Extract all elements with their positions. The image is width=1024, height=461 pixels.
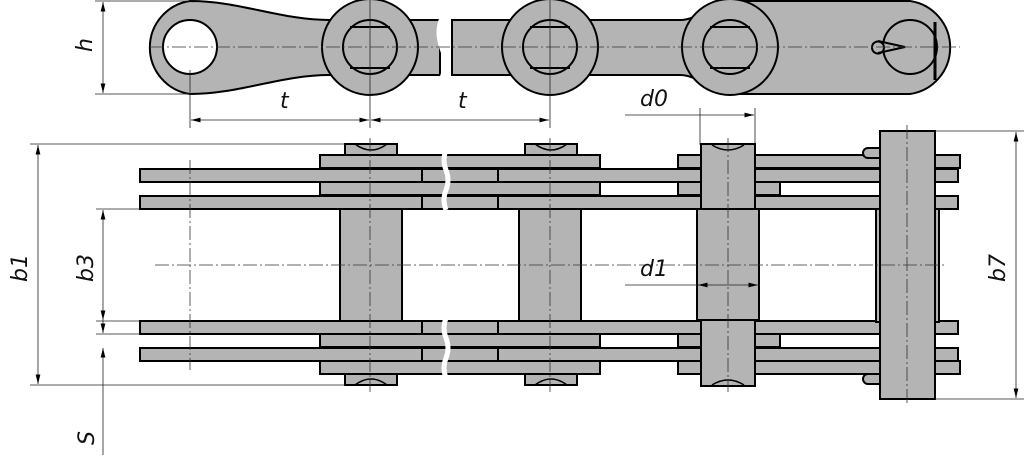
dim-d0: d0 <box>625 87 756 145</box>
label-d0: d0 <box>640 87 668 112</box>
label-d1: d1 <box>640 257 668 282</box>
dim-b1: b1 <box>8 143 345 386</box>
side-view <box>148 0 960 96</box>
dim-b7: b7 <box>935 130 1024 400</box>
label-h: h <box>73 38 98 52</box>
plan-view <box>139 125 961 405</box>
label-s: S <box>75 431 100 445</box>
dim-h: h <box>73 0 190 95</box>
dim-d1: d1 <box>625 257 758 288</box>
dim-s: S <box>75 320 140 455</box>
dim-b3: b3 <box>74 208 140 322</box>
label-b7: b7 <box>986 254 1011 282</box>
dim-t: t t <box>189 0 551 128</box>
label-t: t <box>280 89 290 114</box>
label-t: t <box>458 89 468 114</box>
label-b3: b3 <box>74 254 99 282</box>
label-b1: b1 <box>8 254 33 282</box>
